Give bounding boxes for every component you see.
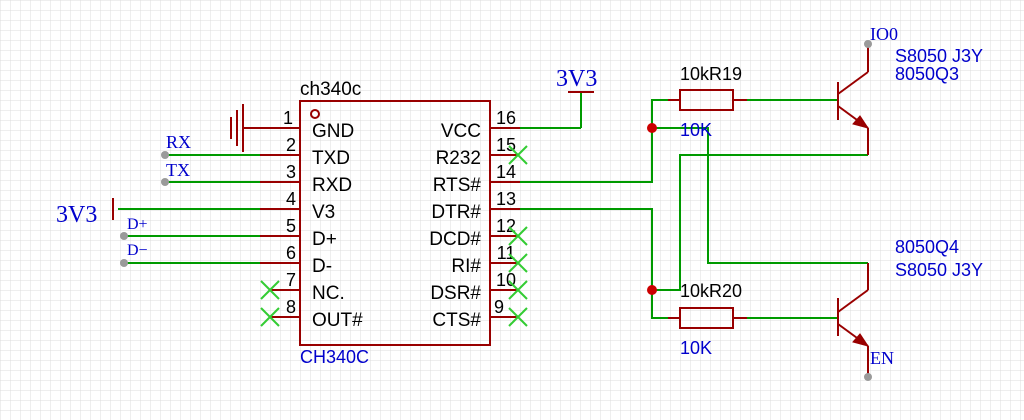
r19-label: 10kR19 <box>680 64 742 84</box>
pin-name: OUT# <box>312 310 363 331</box>
resistor-r20[interactable]: 10kR20 10K <box>668 281 747 358</box>
noconnect-marks <box>260 145 528 327</box>
right-pin-stubs <box>490 127 520 318</box>
dtr-wire <box>520 208 680 319</box>
r20-label: 10kR20 <box>680 281 742 301</box>
en-net-label: EN <box>870 348 894 368</box>
noconnect-mark <box>508 280 528 300</box>
pin-number: 13 <box>496 189 516 209</box>
r19-value: 10K <box>680 120 712 140</box>
pin-name: D- <box>312 256 332 277</box>
dplus-net-label: D+ <box>127 216 148 233</box>
transistor-q4[interactable]: 8050Q4 S8050 J3Y <box>837 237 983 376</box>
noconnect-mark <box>508 253 528 273</box>
pin-name: DTR# <box>431 202 481 223</box>
pin-number: 2 <box>286 135 296 155</box>
pin-number: 12 <box>496 216 516 236</box>
tx-net-label: TX <box>166 160 190 180</box>
pin-number: 5 <box>286 216 296 236</box>
pin1-dot <box>310 109 320 119</box>
tx-terminal[interactable] <box>161 178 169 186</box>
pin-number: 10 <box>496 270 516 290</box>
noconnect-mark <box>508 307 528 327</box>
pin-number: 8 <box>286 297 296 317</box>
pin-name: RXD <box>312 175 352 196</box>
transistor-q3[interactable]: S8050 J3Y 8050Q3 <box>837 44 983 155</box>
dtr-to-q3-emitter <box>652 154 868 291</box>
ch340c-ic[interactable]: ch340c CH340C 1 2 3 4 5 <box>250 79 520 367</box>
pin-number: 9 <box>494 297 504 317</box>
pin-name: DSR# <box>430 283 481 304</box>
ic-ref-label: ch340c <box>300 79 361 100</box>
pin-number: 7 <box>286 270 296 290</box>
v3-left-label: 3V3 <box>56 202 97 228</box>
pin-number: 11 <box>497 243 516 263</box>
io0-net-label: IO0 <box>870 24 898 44</box>
resistor-r19[interactable]: 10kR19 10K <box>668 64 747 140</box>
pin-number: 16 <box>496 108 516 128</box>
dminus-terminal[interactable] <box>120 259 128 267</box>
noconnect-mark <box>508 145 528 165</box>
noconnect-mark <box>260 280 280 300</box>
q4-ref-label: 8050Q4 <box>895 237 959 257</box>
left-nets <box>118 154 260 264</box>
ic-part-label: CH340C <box>300 347 369 367</box>
pin-name: R232 <box>436 148 481 169</box>
q3-part-label: S8050 J3Y <box>895 46 983 66</box>
dplus-terminal[interactable] <box>120 232 128 240</box>
noconnect-mark <box>260 307 280 327</box>
junction-dot <box>647 285 657 295</box>
ground-symbol <box>230 104 250 152</box>
q4-part-label: S8050 J3Y <box>895 260 983 280</box>
rts-to-q4-emitter <box>652 127 868 264</box>
pin-name: RI# <box>451 256 481 277</box>
r20-value: 10K <box>680 338 712 358</box>
pin-number: 14 <box>496 162 516 182</box>
pin-name: DCD# <box>429 229 481 250</box>
ic-body <box>299 100 491 346</box>
pin-number: 4 <box>286 189 296 209</box>
pin-name: TXD <box>312 148 350 169</box>
io0-terminal[interactable] <box>864 40 872 48</box>
pin-name: GND <box>312 121 354 142</box>
left-pin-stubs <box>250 127 300 318</box>
pin-number: 6 <box>286 243 296 263</box>
rx-terminal[interactable] <box>161 151 169 159</box>
en-terminal[interactable] <box>864 373 872 381</box>
dminus-net-label: D− <box>127 242 148 259</box>
pin-number: 3 <box>286 162 296 182</box>
pin-name: VCC <box>441 121 481 142</box>
pin-name: D+ <box>312 229 337 250</box>
v3-top-label: 3V3 <box>556 66 597 92</box>
pin-number: 15 <box>496 135 516 155</box>
rts-wire <box>520 99 680 183</box>
q3-ref-label: 8050Q3 <box>895 64 959 84</box>
pin-name: CTS# <box>432 310 481 331</box>
rx-net-label: RX <box>166 132 191 152</box>
pin-name: RTS# <box>433 175 482 196</box>
noconnect-mark <box>508 226 528 246</box>
pin-number: 1 <box>283 108 293 128</box>
junction-dot <box>647 123 657 133</box>
pin-name: V3 <box>312 202 335 223</box>
pin-name: NC. <box>312 283 345 304</box>
